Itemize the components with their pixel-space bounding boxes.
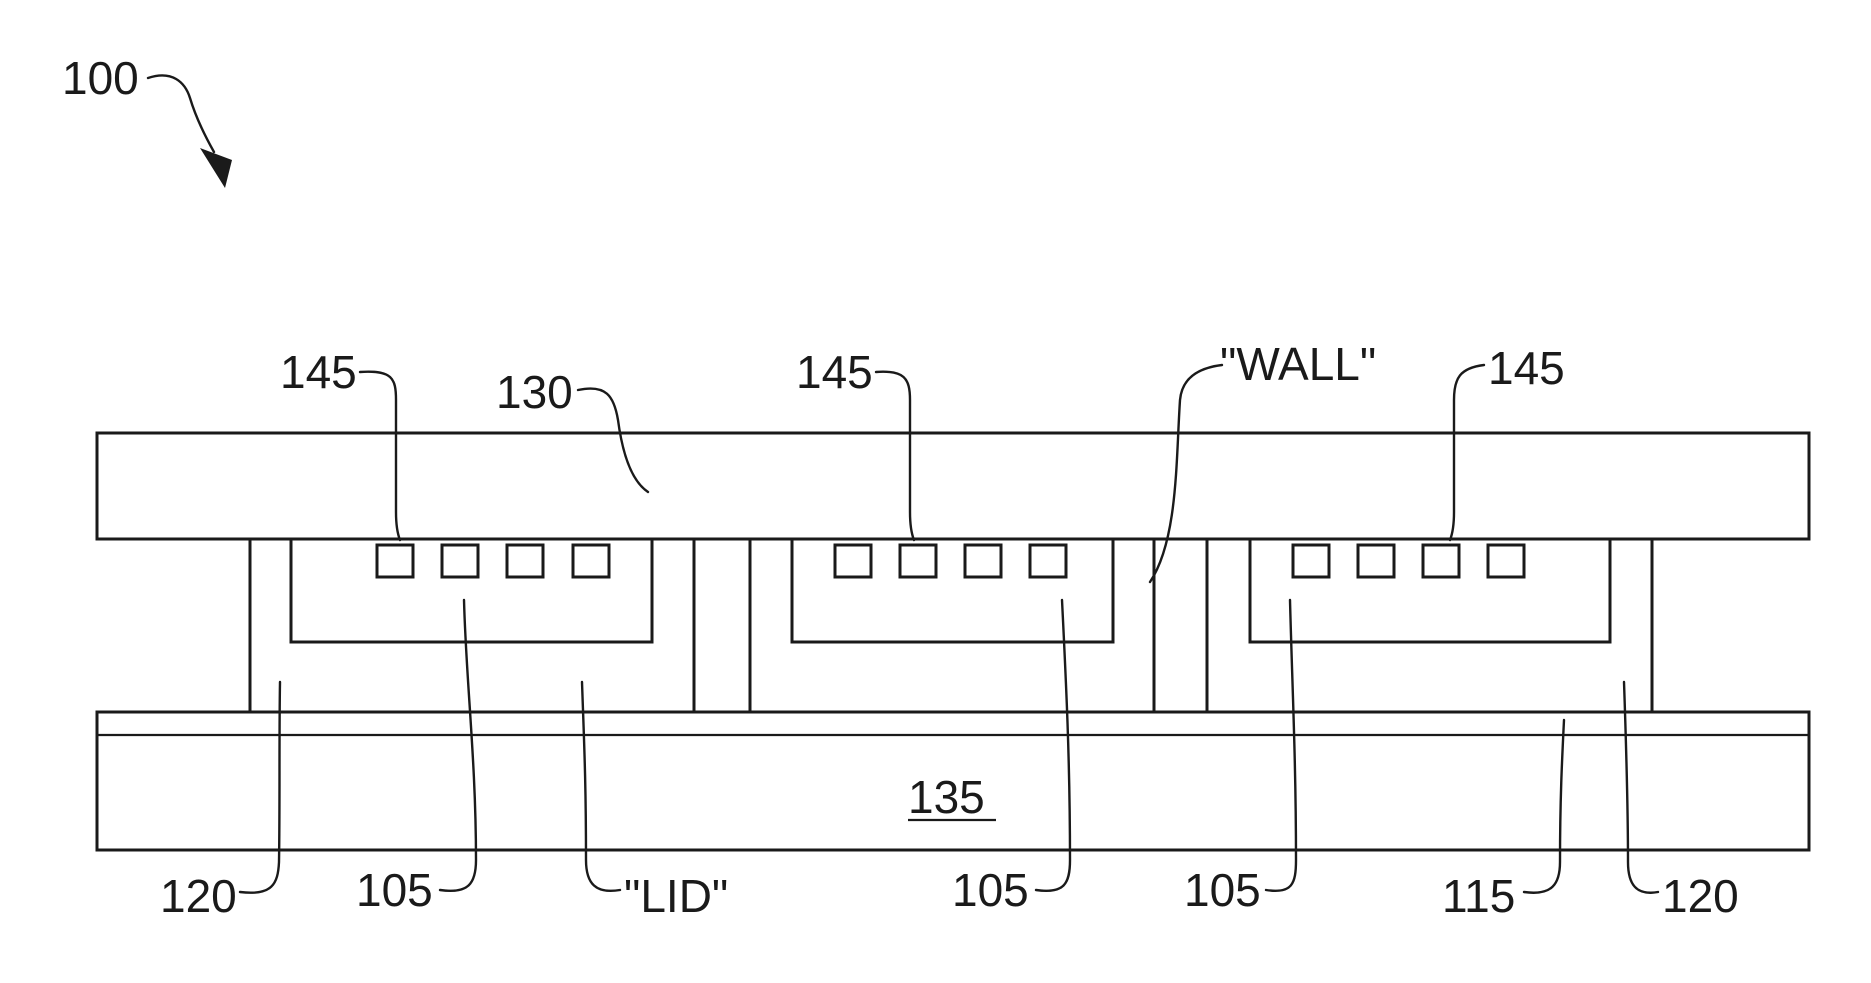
- label-135: 135: [908, 771, 985, 823]
- label-lid: "LID": [624, 870, 728, 922]
- contact-pad: [1488, 545, 1524, 577]
- leader-105-left: [440, 600, 476, 891]
- leader-105-middle: [1036, 600, 1070, 891]
- leader-105-right: [1266, 600, 1296, 891]
- label-wall: "WALL": [1220, 338, 1376, 390]
- figure-number-arrowhead: [200, 148, 232, 188]
- label-145-right: 145: [1488, 342, 1565, 394]
- label-105-middle: 105: [952, 864, 1029, 916]
- label-145-middle: 145: [796, 346, 873, 398]
- contact-pad: [900, 545, 936, 577]
- label-105-left: 105: [356, 864, 433, 916]
- leader-wall: [1150, 365, 1222, 582]
- contact-pad: [1358, 545, 1394, 577]
- contacts-right: [1293, 545, 1524, 577]
- leader-130: [578, 388, 648, 492]
- leader-115: [1524, 720, 1564, 893]
- label-120-right: 120: [1662, 870, 1739, 922]
- leader-120-left: [240, 682, 280, 893]
- contact-pad: [965, 545, 1001, 577]
- contact-pad: [1293, 545, 1329, 577]
- contact-pad: [835, 545, 871, 577]
- contact-pad: [377, 545, 413, 577]
- label-105-right: 105: [1184, 864, 1261, 916]
- contact-pad: [1030, 545, 1066, 577]
- contacts-left: [377, 545, 609, 577]
- contact-pad: [507, 545, 543, 577]
- label-130: 130: [496, 366, 573, 418]
- contact-pad: [573, 545, 609, 577]
- label-145-left: 145: [280, 346, 357, 398]
- contacts-middle: [835, 545, 1066, 577]
- leader-145-left: [360, 372, 400, 540]
- figure-number-leader: [148, 75, 214, 152]
- leader-145-right: [1450, 365, 1484, 540]
- leader-120-right: [1624, 682, 1658, 893]
- label-115: 115: [1442, 870, 1515, 922]
- top-substrate: [97, 433, 1809, 539]
- leader-145-middle: [876, 372, 914, 540]
- contact-pad: [442, 545, 478, 577]
- figure-number-label: 100: [62, 52, 139, 104]
- die-left: [291, 539, 652, 642]
- contact-pad: [1423, 545, 1459, 577]
- label-120-left: 120: [160, 870, 237, 922]
- die-right: [1250, 539, 1610, 642]
